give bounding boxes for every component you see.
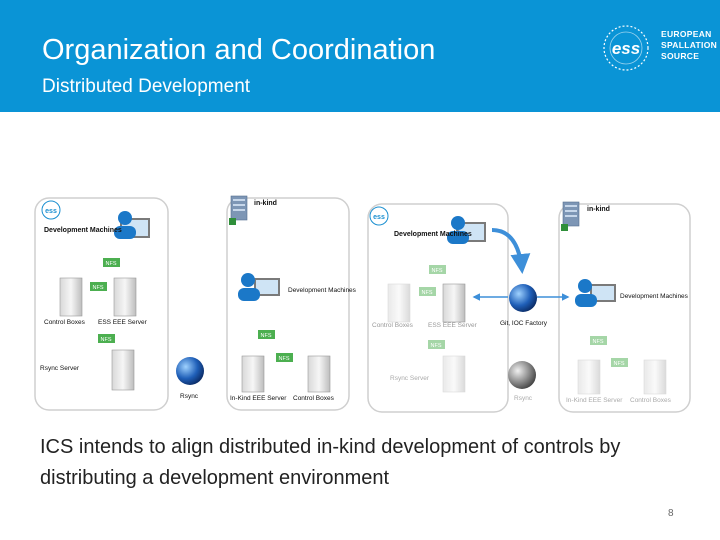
left-nfs-tag-4: NFS: [258, 330, 275, 339]
right-control-box-server-icon: [387, 283, 411, 323]
left-inkind-control-box-icon: [307, 355, 331, 393]
left-ess-box: [34, 197, 169, 411]
right-nfs-tag-1: NFS: [429, 265, 446, 274]
right-nfs-tag-4: NFS: [590, 336, 607, 345]
ess-logo-icon: ess: [603, 25, 649, 71]
left-control-boxes-label-a: Control Boxes: [44, 319, 86, 326]
left-ess-logo-icon: [41, 200, 61, 220]
left-rsync-globe-icon: [176, 357, 204, 385]
right-ess-eee-server-label: ESS EEE Server: [428, 322, 478, 329]
header-bar: Organization and Coordination Distribute…: [0, 0, 720, 112]
svg-text:NFS: NFS: [261, 333, 272, 339]
left-dev-machines-label-a: Development Machines: [44, 227, 122, 234]
right-ess-box: [367, 203, 509, 413]
svg-text:NFS: NFS: [432, 268, 443, 274]
right-nfs-tag-5: NFS: [611, 358, 628, 367]
right-inkind-control-box-icon: [643, 359, 667, 395]
slide-subtitle: Distributed Development: [42, 76, 251, 97]
left-control-box-server-icon: [59, 277, 83, 317]
left-rsync-label: Rsync: [180, 393, 199, 400]
right-control-boxes-label-a: Control Boxes: [372, 322, 414, 329]
svg-text:NFS: NFS: [593, 339, 604, 345]
logo-line-1: EUROPEAN: [661, 29, 712, 39]
left-dev-machine-user-icon-b: [238, 273, 280, 301]
right-inkind-eee-server-label: In-Kind EEE Server: [566, 397, 623, 404]
left-rsync-server-icon: [111, 349, 135, 391]
svg-text:NFS: NFS: [279, 356, 290, 362]
right-logo-mark: ess: [373, 214, 385, 221]
svg-text:NFS: NFS: [422, 290, 433, 296]
right-nfs-tag-3: NFS: [428, 340, 445, 349]
svg-text:NFS: NFS: [93, 285, 104, 291]
right-diagram: ess Development Machines NFS NFS NFS Con…: [367, 201, 691, 413]
left-nfs-tag-1: NFS: [103, 258, 120, 267]
right-flow-arrow: [491, 228, 531, 274]
left-dev-machines-label-b: Development Machines: [288, 287, 357, 294]
right-dev-machine-user-icon-a: [447, 216, 486, 244]
right-rsync-label: Rsync: [514, 395, 533, 402]
left-dev-machine-user-icon-a: [114, 211, 150, 239]
right-inkind-building-icon: [561, 201, 580, 231]
right-dev-machines-label-b: Development Machines: [620, 293, 689, 300]
left-ess-eee-server-icon: [113, 277, 137, 317]
left-nfs-tag-5: NFS: [276, 353, 293, 362]
logo-mark: ess: [612, 39, 640, 58]
right-ess-eee-server-icon: [442, 283, 466, 323]
left-in-kind-label: in-kind: [254, 200, 277, 207]
logo-line-2: SPALLATION: [661, 40, 718, 50]
right-inkind-eee-server-icon: [577, 359, 601, 395]
logo-text: EUROPEAN SPALLATION SOURCE: [661, 29, 717, 62]
right-dev-machines-label-a: Development Machines: [394, 231, 472, 238]
logo-line-3: SOURCE: [661, 51, 700, 61]
left-inkind-building-icon: [229, 195, 248, 225]
left-control-boxes-label-b: Control Boxes: [293, 395, 335, 402]
distributed-development-diagram: ess Development Machines NFS NFS NFS Con…: [34, 195, 691, 413]
right-ess-logo-icon: [369, 206, 389, 226]
left-nfs-tag-3: NFS: [98, 334, 115, 343]
left-logo-mark: ess: [45, 208, 57, 215]
right-rsync-server-label: Rsync Server: [390, 375, 430, 382]
left-nfs-tag-2: NFS: [90, 282, 107, 291]
left-inkind-eee-server-label: In-Kind EEE Server: [230, 395, 287, 402]
left-diagram: ess Development Machines NFS NFS NFS Con…: [34, 195, 357, 411]
right-control-boxes-label-b: Control Boxes: [630, 397, 672, 404]
svg-text:NFS: NFS: [614, 361, 625, 367]
slide-caption: ICS intends to align distributed in-kind…: [40, 436, 621, 489]
right-in-kind-label: in-kind: [587, 206, 610, 213]
left-inkind-eee-server-icon: [241, 355, 265, 393]
svg-text:NFS: NFS: [106, 261, 117, 267]
slide-title: Organization and Coordination: [42, 34, 436, 66]
right-nfs-tag-2: NFS: [419, 287, 436, 296]
svg-text:NFS: NFS: [431, 343, 442, 349]
git-ioc-factory-globe-icon: [509, 284, 537, 312]
right-git-ioc-factory-label: Git, IOC Factory: [500, 320, 548, 327]
left-rsync-server-label: Rsync Server: [40, 365, 80, 372]
left-ess-eee-server-label: ESS EEE Server: [98, 319, 148, 326]
page-number: 8: [668, 508, 674, 519]
right-dev-machine-user-icon-b: [575, 279, 616, 307]
right-rsync-server-icon: [442, 355, 466, 393]
svg-text:NFS: NFS: [101, 337, 112, 343]
right-rsync-globe-icon: [508, 361, 536, 389]
